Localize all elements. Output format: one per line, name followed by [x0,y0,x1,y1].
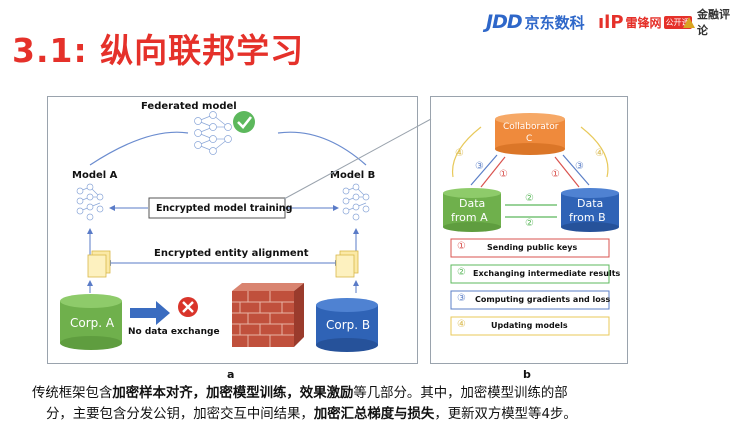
arrow-num-3-right: ③ [575,161,584,172]
arrow-4-left [451,126,482,178]
leifeng-logo-mark: ılP [598,11,624,33]
document-icon-b [335,250,359,278]
legend-box-3 [450,290,610,310]
data-b-label-1: Data [577,197,604,210]
legend-box-4 [450,316,610,336]
cross-icon [178,297,198,317]
arrow-num-3-left: ③ [475,161,484,172]
legend-num-1: ① [457,241,466,252]
legend-box-1 [450,238,610,258]
jd-logo: JDD 京东数科 [486,10,585,34]
arrow-num-4-left: ④ [455,148,464,159]
arrow-num-4-right: ④ [595,148,604,159]
corp-a-label: Corp. A [70,316,115,330]
caption-l2-b: 加密汇总梯度与损失 [313,407,435,422]
data-b-database-icon [561,188,619,232]
leifeng-logo-text: 雷锋网 [625,15,662,30]
arrow-num-2-bottom: ② [525,218,534,229]
check-icon [233,111,255,133]
panel-b-sublabel: b [523,368,531,381]
legend-label-2: Exchanging intermediate results [473,269,621,278]
arrow-num-1-left: ① [499,169,508,180]
legend-label-1: Sending public keys [487,243,578,252]
arrow-num-1-right: ① [551,169,560,180]
arrow-3-right [562,154,590,186]
collaborator-label-2: C [526,134,533,144]
caption-l1-b: 加密样本对齐，加密模型训练，效果激励 [112,386,354,401]
corp-b-label: Corp. B [326,318,371,332]
arc-right [277,131,367,166]
data-a-label-2: from A [451,211,488,224]
arrow-3-left [470,154,498,186]
corp-b-database-icon [316,298,378,352]
encrypted-training-label: Encrypted model training [156,203,293,214]
training-box [148,197,286,219]
jinrong-logo-text: 金融评论 [697,8,730,37]
caption-l2-a: 分，主要包含分发公钥，加密交互中间结果， [46,407,314,422]
caption-l1-a: 传统框架包含 [32,386,113,401]
no-exchange-label: No data exchange [128,327,220,337]
caption-l1-c: 等几部分。其中，加密模型训练的部 [353,386,568,401]
legend-box-2 [450,264,610,284]
data-a-database-icon [443,188,501,232]
arc-left [89,131,189,166]
brick-wall-icon [232,283,304,347]
caption-line-2: 分，主要包含分发公钥，加密交互中间结果，加密汇总梯度与损失，更新双方模型等4步。 [32,404,722,425]
collaborator-label-1: Collaborator [503,122,559,132]
jinrong-logo-icon [683,16,695,28]
arrow-1-left [480,156,506,188]
document-icon-a [87,250,111,278]
panel-b-graphics [443,113,619,336]
caption: 传统框架包含加密样本对齐，加密模型训练，效果激励等几部分。其中，加密模型训练的部… [32,383,722,425]
big-arrow-icon [130,301,170,325]
arrow-4-right [580,126,609,178]
leifeng-logo: ılP 雷锋网 公开课 [598,10,692,34]
model-a-network-icon [76,183,104,221]
model-b-label: Model B [330,170,376,181]
model-a-label: Model A [72,170,118,181]
page-title: 3.1: 纵向联邦学习 [12,31,305,70]
arrow-1-right [554,156,580,188]
panel-a-graphics [60,111,378,352]
legend-num-3: ③ [457,293,466,304]
data-b-label-2: from B [569,211,606,224]
entity-alignment-label: Encrypted entity alignment [154,248,309,259]
arrow-num-2-top: ② [525,193,534,204]
jd-logo-mark: JDD [486,11,523,33]
legend-num-2: ② [457,267,466,278]
federated-network-icon [194,111,232,155]
panel-a-sublabel: a [227,368,235,381]
legend-label-4: Updating models [491,321,568,330]
panel-b: Collaborator C Data from A Data from B ④… [430,96,628,364]
legend-label-3: Computing gradients and loss [475,295,611,304]
corp-a-database-icon [60,294,122,350]
caption-l2-c: ，更新双方模型等4步。 [434,407,577,422]
collaborator-database-icon [495,113,565,155]
jd-logo-text: 京东数科 [524,13,585,32]
panel-a: Federated model Model A Model B Encrypte… [47,96,418,364]
caption-line-1: 传统框架包含加密样本对齐，加密模型训练，效果激励等几部分。其中，加密模型训练的部 [32,383,722,404]
model-b-network-icon [342,183,370,221]
data-a-label-1: Data [459,197,486,210]
legend-num-4: ④ [457,319,466,330]
federated-model-label: Federated model [141,101,237,112]
jinrong-logo: 金融评论 [683,8,740,37]
